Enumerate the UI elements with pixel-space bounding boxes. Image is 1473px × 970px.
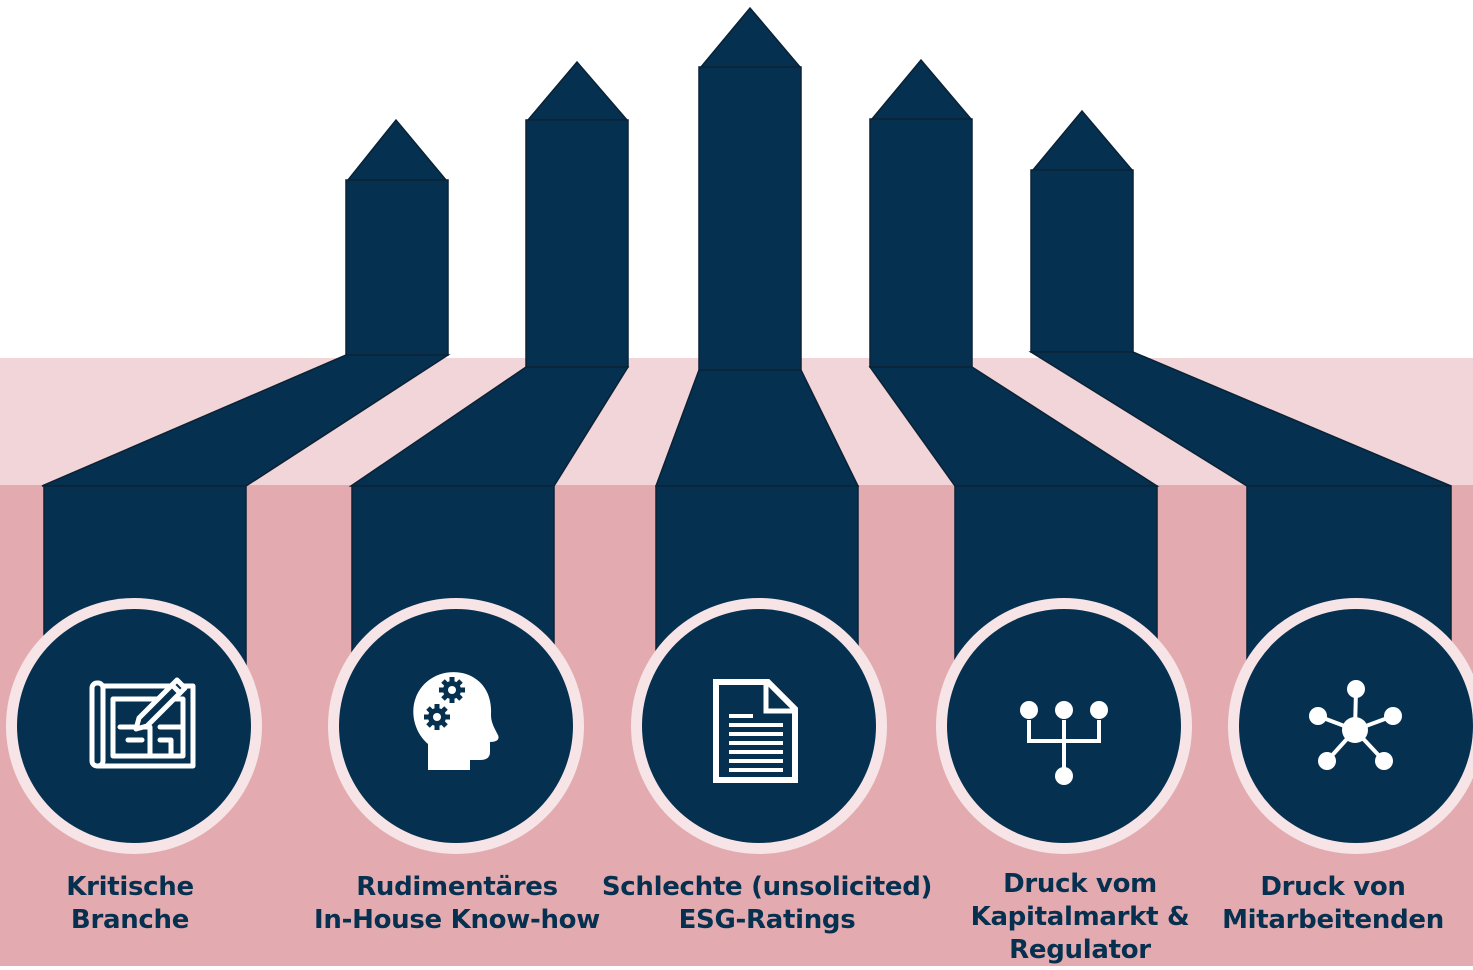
label-line: Schlechte (unsolicited) (601, 872, 933, 902)
label-kapitalmarkt-regulator: Druck vom Kapitalmarkt & Regulator (900, 868, 1260, 967)
label-in-house-know-how: Rudimentäres In-House Know-how (277, 871, 637, 937)
blueprint-icon (89, 677, 196, 769)
label-line: In-House Know-how (314, 905, 600, 935)
head-gears-icon (413, 672, 499, 770)
label-line: Kapitalmarkt & (970, 902, 1190, 932)
arrow-3 (654, 6, 860, 677)
label-line: Kritische (66, 872, 194, 902)
network-icon (1309, 680, 1402, 770)
label-line: Regulator (1009, 935, 1151, 965)
label-line: Branche (70, 905, 190, 935)
label-kritische-branche: Kritische Branche (0, 871, 310, 937)
label-mitarbeitenden: Druck von Mitarbeitenden (1193, 871, 1473, 937)
label-line: Rudimentäres (356, 872, 558, 902)
label-line: Druck von (1260, 872, 1406, 902)
label-line: ESG-Ratings (678, 905, 856, 935)
label-line: Mitarbeitenden (1222, 905, 1444, 935)
label-line: Druck vom (1003, 869, 1157, 899)
label-esg-ratings: Schlechte (unsolicited) ESG-Ratings (587, 871, 947, 937)
arrow-4 (868, 58, 1160, 677)
hierarchy-icon (1020, 701, 1108, 785)
document-icon (713, 679, 798, 783)
